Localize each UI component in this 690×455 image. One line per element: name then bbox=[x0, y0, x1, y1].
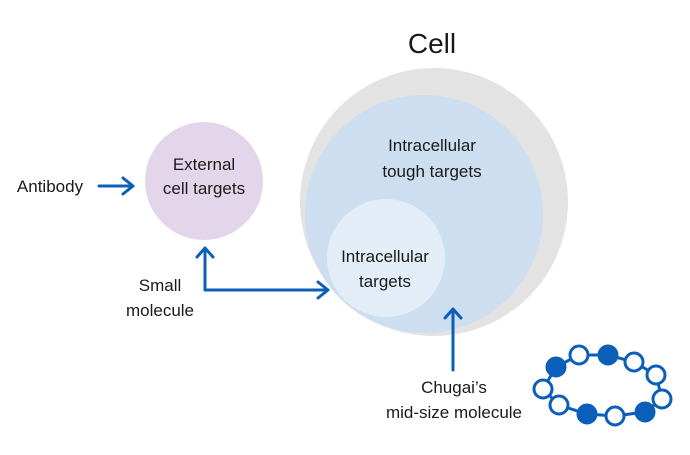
midsize-label-line2: mid-size molecule bbox=[386, 403, 522, 422]
small-molecule-label-line1: Small bbox=[139, 276, 182, 295]
antibody-label: Antibody bbox=[17, 177, 84, 196]
open-bead bbox=[623, 351, 645, 373]
midsize-arrow bbox=[443, 307, 463, 372]
filled-bead bbox=[634, 401, 656, 423]
open-bead bbox=[548, 394, 570, 416]
external-label-line1: External bbox=[173, 155, 235, 174]
cell-title: Cell bbox=[408, 28, 456, 59]
filled-bead bbox=[545, 356, 567, 378]
open-bead bbox=[604, 405, 626, 427]
intracellular-label-line2: targets bbox=[359, 272, 411, 291]
filled-bead bbox=[597, 344, 619, 366]
open-bead bbox=[645, 364, 667, 386]
external-targets-circle bbox=[145, 122, 263, 240]
tough-label-line2: tough targets bbox=[382, 162, 481, 181]
external-label-line2: cell targets bbox=[163, 179, 245, 198]
intracellular-targets-circle bbox=[327, 199, 445, 317]
open-bead bbox=[651, 388, 673, 410]
tough-label-line1: Intracellular bbox=[388, 136, 476, 155]
small-molecule-label-line2: molecule bbox=[126, 301, 194, 320]
antibody-arrow bbox=[97, 176, 135, 196]
open-bead bbox=[568, 344, 590, 366]
filled-bead bbox=[576, 403, 598, 425]
open-bead bbox=[532, 378, 554, 400]
midsize-label-line1: Chugai’s bbox=[421, 378, 487, 397]
cyclic-peptide-icon bbox=[532, 344, 673, 427]
intracellular-label-line1: Intracellular bbox=[341, 247, 429, 266]
small-molecule-arrow bbox=[195, 246, 330, 300]
